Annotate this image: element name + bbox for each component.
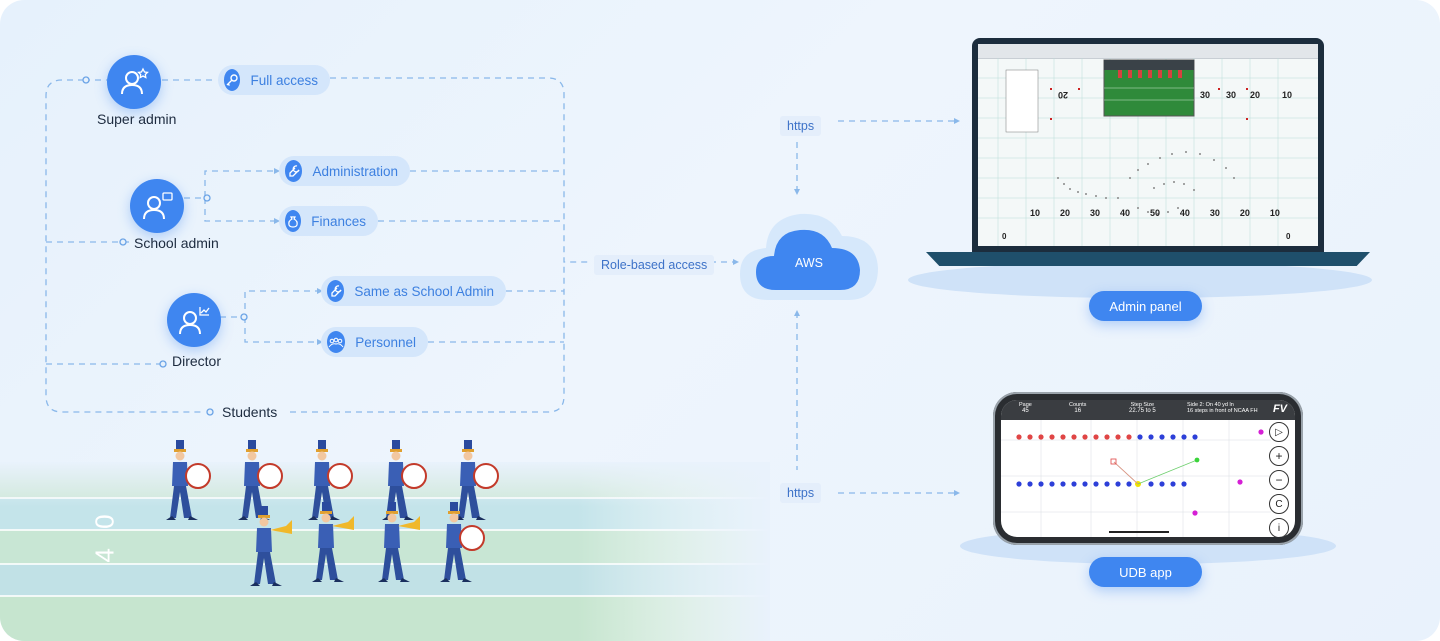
- step-size-label: Step Size: [1130, 402, 1155, 408]
- money-bag-icon: [285, 210, 302, 232]
- students-label: Students: [222, 404, 278, 420]
- udb-app-button[interactable]: UDB app: [1089, 557, 1202, 587]
- side-note: 16 steps in front of NCAA FH: [1187, 408, 1258, 414]
- laptop-axis-right: 0: [1286, 232, 1291, 241]
- laptop-yard-b4: 50: [1149, 208, 1160, 218]
- zoom-in-button[interactable]: +: [1269, 446, 1289, 466]
- phone-drill-chart: [1001, 420, 1271, 537]
- counts-label: Counts: [1069, 402, 1087, 408]
- laptop-yard-b5: 40: [1179, 208, 1190, 218]
- aws-label: AWS: [795, 256, 824, 270]
- laptop-yard-top-1: 30: [1200, 90, 1211, 100]
- laptop-yard-top-4: 10: [1282, 90, 1293, 100]
- same-as-school-admin-pill: Same as School Admin: [321, 276, 506, 306]
- side-label: Side 2: On 40 yd ln: [1187, 402, 1234, 408]
- laptop-yard-b6: 30: [1209, 208, 1220, 218]
- zoom-out-button[interactable]: −: [1269, 470, 1289, 490]
- aws-cloud: [740, 213, 878, 300]
- laptop-screen: 20 30 30 20 10 10 20 30 40 50 40 30 20 1…: [978, 44, 1318, 246]
- laptop-yard-b3: 40: [1119, 208, 1130, 218]
- same-as-school-admin-text: Same as School Admin: [354, 283, 494, 299]
- https-bottom-label: https: [780, 483, 822, 503]
- laptop-base: [926, 252, 1370, 266]
- super-admin-label: Super admin: [97, 111, 177, 127]
- super-admin-icon: [107, 55, 161, 109]
- laptop-yard-b0: 10: [1030, 208, 1041, 218]
- laptop-yard-b8: 10: [1269, 208, 1280, 218]
- page-value: 45: [1022, 408, 1029, 414]
- laptop-yard-b2: 30: [1089, 208, 1100, 218]
- phone-toolbar: ▷ + − C i: [1269, 422, 1291, 537]
- laptop-axis-left: 0: [1002, 232, 1007, 241]
- play-button[interactable]: ▷: [1269, 422, 1289, 442]
- laptop-yard-row: 10 20 30 40 50 40 30 20 10: [1030, 208, 1280, 218]
- full-access-text: Full access: [250, 72, 318, 88]
- personnel-text: Personnel: [355, 334, 416, 350]
- drill-grid: [978, 58, 1318, 246]
- administration-pill: Administration: [279, 156, 410, 186]
- marching-field: [0, 462, 770, 641]
- laptop-yard-top-0: 20: [1058, 90, 1069, 100]
- laptop-yard-b7: 20: [1239, 208, 1250, 218]
- finances-pill: Finances: [279, 206, 378, 236]
- director-icon: [167, 293, 221, 347]
- group-icon: [327, 331, 346, 353]
- administration-text: Administration: [312, 163, 398, 179]
- laptop-yard-b1: 20: [1059, 208, 1070, 218]
- page-label: Page: [1019, 402, 1032, 408]
- https-top-label: https: [780, 116, 822, 136]
- director-label: Director: [172, 353, 222, 369]
- fv-logo: FV: [1272, 403, 1287, 415]
- info-button[interactable]: i: [1269, 518, 1289, 537]
- admin-panel-button[interactable]: Admin panel: [1089, 291, 1202, 321]
- marching-band-illustration: [165, 439, 499, 586]
- laptop-toolbar: [978, 44, 1318, 59]
- center-button[interactable]: C: [1269, 494, 1289, 514]
- full-access-pill: Full access: [218, 65, 330, 95]
- role-based-access-label: Role-based access: [594, 255, 715, 275]
- step-size-value: 22.75 to 5: [1129, 408, 1156, 414]
- laptop: 20 30 30 20 10 10 20 30 40 50 40 30 20 1…: [972, 38, 1324, 252]
- wrench-icon: [327, 280, 345, 302]
- personnel-pill: Personnel: [321, 327, 428, 357]
- laptop-yard-top-3: 20: [1250, 90, 1261, 100]
- school-admin-label: School admin: [134, 235, 219, 251]
- laptop-yard-top-2: 30: [1226, 90, 1237, 100]
- wrench-icon: [285, 160, 303, 182]
- school-admin-icon: [130, 179, 184, 233]
- finances-text: Finances: [311, 213, 366, 229]
- counts-value: 16: [1074, 408, 1082, 414]
- key-icon: [224, 69, 241, 91]
